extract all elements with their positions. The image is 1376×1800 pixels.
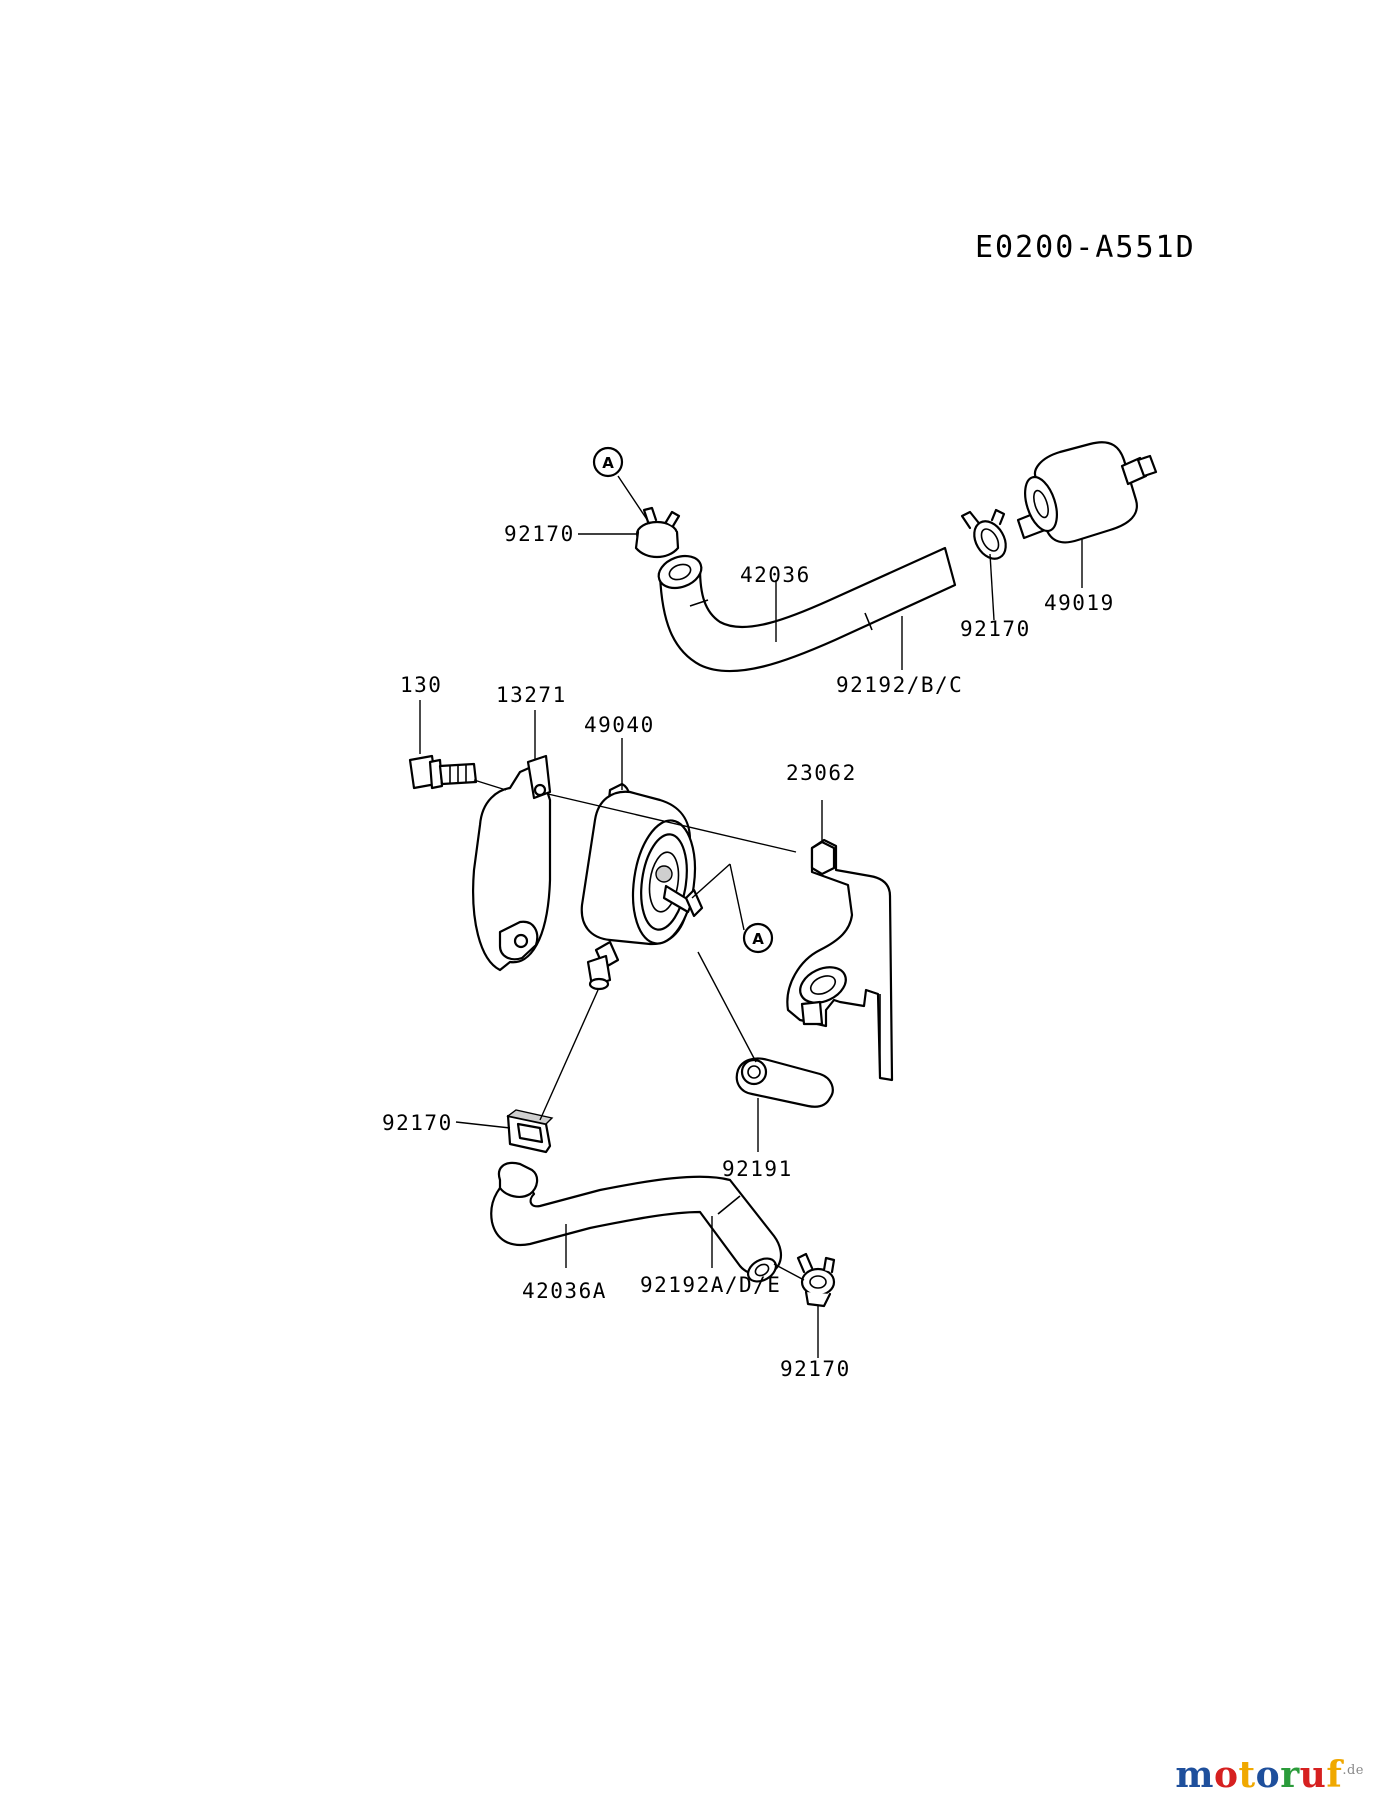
- upper-fuel-hose: [657, 546, 957, 673]
- label-hose-upper-variants: 92192/B/C: [836, 673, 963, 697]
- leader-lines: [419, 475, 1083, 1358]
- watermark-letters: motoruf: [1175, 1754, 1342, 1796]
- fuel-pump: [580, 782, 704, 991]
- lower-fuel-hose: [490, 1161, 783, 1283]
- label-fuel-pump: 49040: [584, 713, 655, 737]
- hose-clamp-bottom: [796, 1252, 836, 1308]
- hose-clamp-top-left: [634, 506, 681, 559]
- label-hose-upper: 42036: [740, 563, 811, 587]
- label-hose-lower-variants: 92192A/D/E: [640, 1273, 781, 1297]
- hose-clamp-mid-left: [506, 1109, 554, 1154]
- hose-clamp-top-right: [960, 508, 1007, 560]
- label-clamp-bottom: 92170: [780, 1357, 851, 1381]
- watermark-letter: u: [1299, 1754, 1327, 1796]
- watermark-logo: motoruf.de: [1175, 1754, 1364, 1796]
- watermark-letter: o: [1255, 1754, 1281, 1796]
- flange-bolt: [408, 754, 478, 790]
- label-bracket: 23062: [786, 761, 857, 785]
- label-hose-lower: 42036A: [522, 1279, 607, 1303]
- label-fuel-filter: 49019: [1044, 591, 1115, 615]
- hose-cap: [735, 1057, 834, 1108]
- callout-a-top: A: [592, 446, 624, 478]
- label-clamp-mid-left: 92170: [382, 1111, 453, 1135]
- watermark-letter: t: [1238, 1754, 1256, 1796]
- label-bolt: 130: [400, 673, 442, 697]
- watermark-letter: r: [1280, 1754, 1300, 1796]
- diagram-code: E0200-A551D: [975, 230, 1196, 265]
- watermark-letter: f: [1326, 1754, 1343, 1796]
- watermark-suffix: .de: [1342, 1763, 1364, 1778]
- svg-text:A: A: [752, 930, 764, 948]
- label-clamp-top-right: 92170: [960, 617, 1031, 641]
- label-clamp-top-left: 92170: [504, 522, 575, 546]
- watermark-letter: o: [1214, 1754, 1239, 1796]
- label-cap: 92191: [722, 1157, 793, 1181]
- pump-bracket: [786, 838, 894, 1082]
- pump-gasket: [472, 754, 552, 972]
- svg-text:A: A: [602, 454, 614, 472]
- callout-a-pump: A: [742, 922, 774, 954]
- label-gasket: 13271: [496, 683, 567, 707]
- watermark-letter: m: [1175, 1754, 1215, 1796]
- fuel-filter: [1016, 441, 1158, 544]
